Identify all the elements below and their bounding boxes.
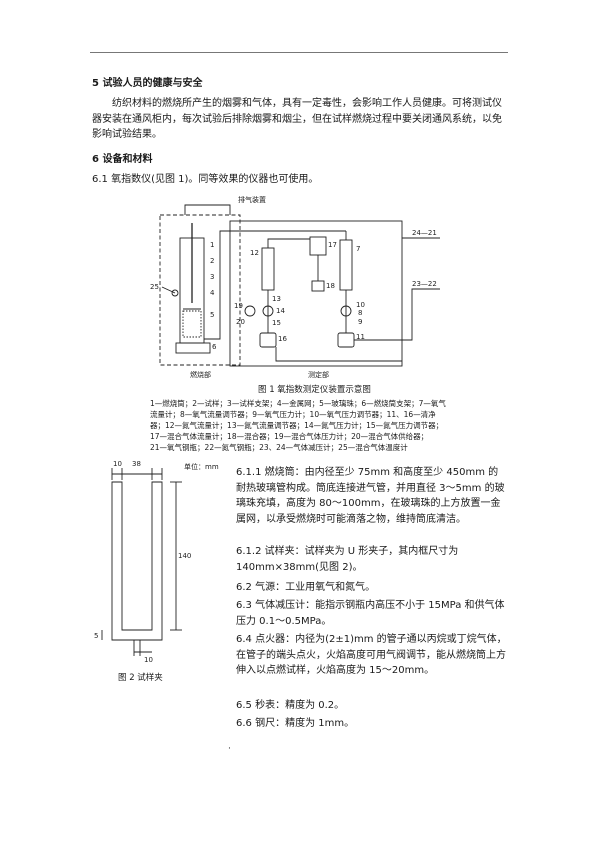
part-number-4: 4	[210, 289, 215, 297]
combustion-part-label: 燃烧部	[190, 370, 211, 379]
figure-2-caption: 图 2 试样夹	[118, 673, 163, 683]
nitrogen-purifier	[259, 332, 277, 348]
legend-line: 21—氧气钢瓶；22—氮气钢瓶；23、24—气体减压计；25—混合气体温度计	[150, 443, 408, 452]
oxygen-index-apparatus-schematic: 排气装置 燃烧部 测定部 24—21 23—22 1 2 3 4 5 6 7 8…	[150, 195, 440, 379]
part-number-12: 12	[250, 249, 259, 257]
dim-10-bottom: 10	[144, 656, 153, 664]
unit-label: 单位：mm	[184, 462, 219, 471]
part-number-6: 6	[212, 343, 217, 351]
figure-1-caption: 图 1 氧指数测定仪装置示意图	[258, 385, 371, 395]
mixer	[311, 280, 325, 292]
part-number-11: 11	[356, 333, 365, 341]
clause-6-4: 6.4 点火器：内径为(2±1)mm 的管子通以丙烷或丁烷气体，在管子的端头点火…	[236, 634, 507, 676]
part-number-14: 14	[276, 307, 285, 315]
exhaust-label: 排气装置	[238, 195, 266, 204]
glass-beads	[182, 310, 202, 338]
line-to-23-22	[354, 288, 440, 341]
part-number-19: 19	[234, 302, 243, 310]
section-6-heading: 6 设备和材料	[92, 154, 153, 165]
clause-6-5: 6.5 秒表：精度为 0.2。	[236, 700, 345, 711]
section-5-paragraph: 纺织材料的燃烧所产生的烟雾和气体，具有一定毒性，会影响工作人员健康。可将测试仪器…	[92, 98, 502, 140]
specimen-holder-drawing: 10 38 单位：mm 140 5 10	[94, 460, 219, 664]
part-number-17: 17	[328, 241, 337, 249]
part-number-20: 20	[236, 318, 245, 326]
dim-140: 140	[178, 552, 191, 560]
part-number-2: 2	[210, 257, 214, 265]
clause-6-6: 6.6 钢尺：精度为 1mm。	[236, 718, 355, 729]
clause-6-2: 6.2 气源：工业用氧气和氮气。	[236, 582, 376, 593]
exhaust-hood	[184, 204, 231, 215]
part-number-8: 8	[358, 309, 362, 317]
measurement-section-box	[229, 220, 403, 367]
part-number-9: 9	[358, 318, 362, 326]
section-5-heading: 5 试验人员的健康与安全	[92, 78, 203, 89]
oxygen-purifier	[337, 332, 355, 348]
thermometer	[171, 289, 179, 297]
u-frame	[111, 481, 163, 641]
legend-line: 1—燃烧筒；2—试样；3—试样支架；4—金属网；5—玻璃珠；6—燃烧筒支架；7—…	[150, 399, 446, 408]
dim-38: 38	[132, 460, 141, 468]
figure-2-diagram: 10 38 单位：mm 140 5 10	[92, 460, 219, 665]
legend-line: 17—混合气体流量计；18—混合器；19—混合气体压力计；20—混合气体供给器；	[150, 432, 429, 441]
mixed-pressure-gauge	[244, 305, 256, 317]
dim-5: 5	[94, 632, 98, 640]
footer-mark: ·	[228, 744, 231, 754]
oxygen-flowmeter	[339, 239, 353, 291]
figure-1-legend: 1—燃烧筒；2—试样；3—试样支架；4—金属网；5—玻璃珠；6—燃烧筒支架；7—…	[150, 398, 448, 453]
part-number-13: 13	[272, 295, 281, 303]
clause-6-1-1: 6.1.1 燃烧筒：由内径至少 75mm 和高度至少 450mm 的耐热玻璃管构…	[236, 467, 505, 525]
line-label-24-21: 24—21	[412, 229, 437, 237]
measurement-part-label: 测定部	[308, 370, 329, 379]
line-label-23-22: 23—22	[412, 280, 437, 288]
clause-6-3: 6.3 气体减压计：能指示钢瓶内高压不小于 15MPa 和供气体压力 0.1～0…	[236, 600, 505, 627]
legend-line: 流量计；8—氧气流量调节器；9—氧气压力计；10—氧气压力调节器；11、16—清…	[150, 410, 436, 419]
part-number-15: 15	[272, 319, 281, 327]
part-number-5: 5	[210, 311, 214, 319]
part-number-18: 18	[326, 282, 335, 290]
clause-6-1: 6.1 氧指数仪(见图 1)。同等效果的仪器也可使用。	[92, 174, 319, 185]
part-number-3: 3	[210, 273, 214, 281]
part-number-25: 25	[150, 283, 159, 291]
clause-6-1-2: 6.1.2 试样夹：试样夹为 U 形夹子，其内框尺寸为 140mm×38mm(见…	[236, 546, 459, 573]
dim-10-top: 10	[113, 460, 122, 468]
part-number-10: 10	[356, 301, 365, 309]
combustion-section-box	[159, 214, 241, 366]
part-number-16: 16	[278, 335, 287, 343]
header-rule	[90, 52, 508, 53]
part-number-7: 7	[356, 245, 360, 253]
cylinder-stand	[175, 342, 211, 354]
mixed-flowmeter	[309, 236, 327, 256]
nitrogen-flowmeter	[261, 247, 275, 291]
figure-1-diagram: 排气装置 燃烧部 测定部 24—21 23—22 1 2 3 4 5 6 7 8…	[150, 193, 450, 381]
part-number-1: 1	[210, 241, 214, 249]
legend-line: 器；12—氮气流量计；13—氮气流量调节器；14—氮气压力计；15—氮气压力调节…	[150, 421, 444, 430]
